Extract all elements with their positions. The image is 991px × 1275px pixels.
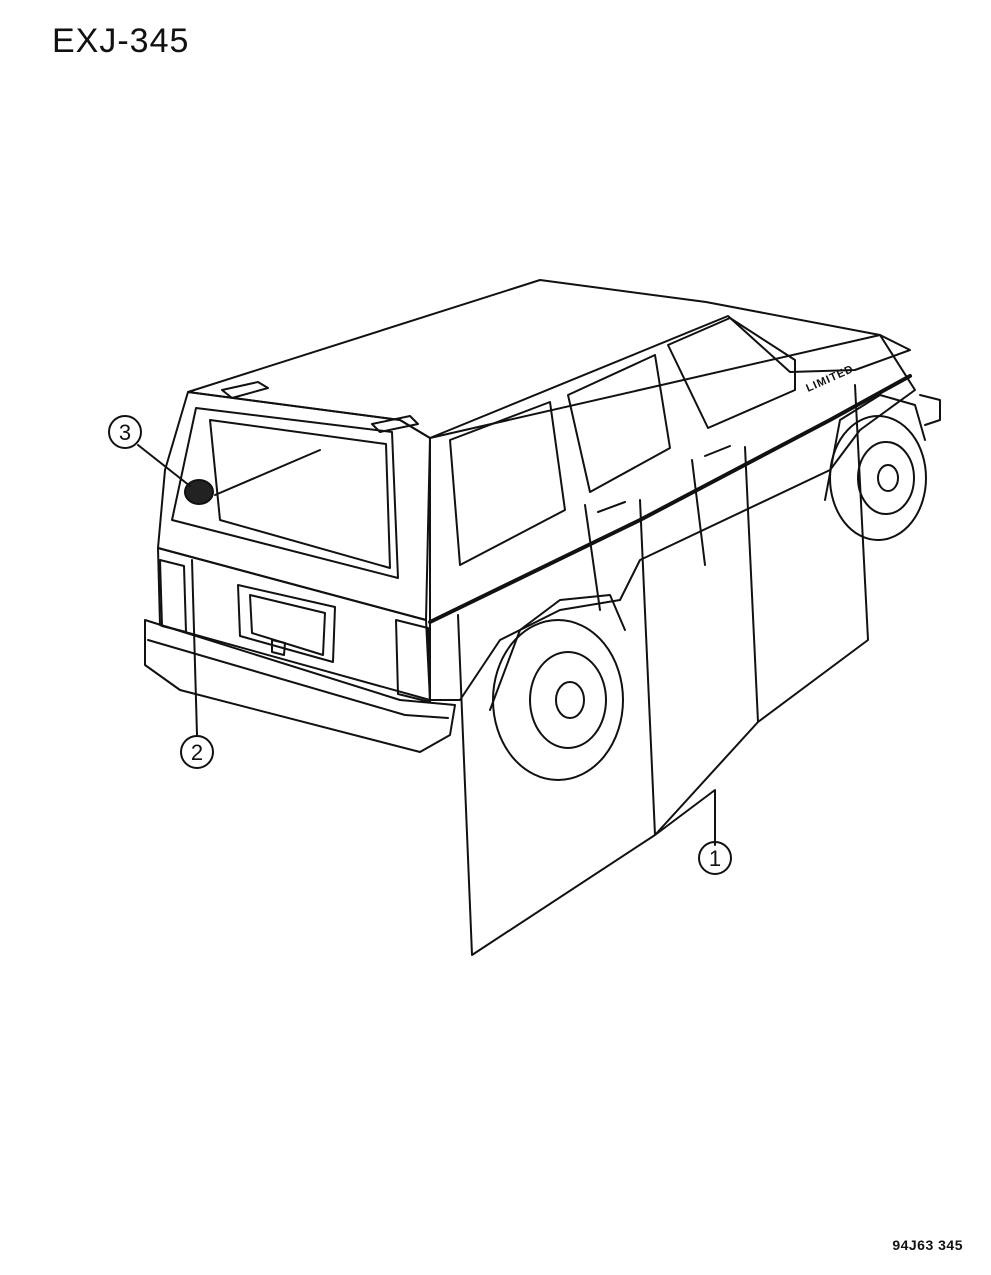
door-handle-rear xyxy=(597,501,626,513)
rear-fender xyxy=(489,594,626,711)
leader-line-2 xyxy=(191,559,198,736)
rear-tire xyxy=(492,619,624,781)
wiper xyxy=(214,449,321,496)
quarter-window xyxy=(449,401,566,566)
rear-rim xyxy=(529,651,607,749)
leader-lines-1 xyxy=(457,384,869,956)
rear-lamp-left xyxy=(159,559,187,633)
side-badge: LIMITED xyxy=(804,363,855,395)
callout-1-number: 1 xyxy=(709,846,721,871)
rear-window-inner xyxy=(209,419,391,569)
liftgate xyxy=(157,391,431,621)
rear-bumper xyxy=(144,619,456,753)
license-plate xyxy=(249,594,326,656)
door-handle-front xyxy=(704,445,731,457)
front-bumper-end xyxy=(919,394,941,426)
roof-rack-rear-left xyxy=(221,381,269,399)
callout-2-number: 2 xyxy=(191,740,203,765)
figure-code: 94J63 345 xyxy=(892,1237,963,1253)
front-hub xyxy=(877,464,899,492)
belt-molding xyxy=(428,374,912,624)
rear-door-window xyxy=(567,354,671,493)
license-plate-housing xyxy=(237,584,336,663)
callout-2-circle xyxy=(180,735,214,769)
roof xyxy=(187,279,911,439)
callout-3-circle xyxy=(108,415,142,449)
rear-hub xyxy=(555,681,585,719)
page-title: EXJ-345 xyxy=(52,22,190,60)
front-tire xyxy=(829,415,927,541)
handle xyxy=(271,639,286,656)
leader-line-3 xyxy=(137,444,191,487)
door-seam-1 xyxy=(584,504,601,611)
callout-1-circle xyxy=(698,841,732,875)
rear-panel xyxy=(157,547,431,701)
front-rim xyxy=(857,441,915,515)
callout-3-number: 3 xyxy=(119,420,131,445)
rear-emblem xyxy=(184,479,214,505)
rear-lamp-right xyxy=(395,619,431,703)
rear-window xyxy=(171,407,399,579)
front-fender xyxy=(824,394,926,501)
door-seam-2 xyxy=(691,459,706,566)
side-body xyxy=(429,334,916,701)
front-door-window xyxy=(667,317,796,429)
